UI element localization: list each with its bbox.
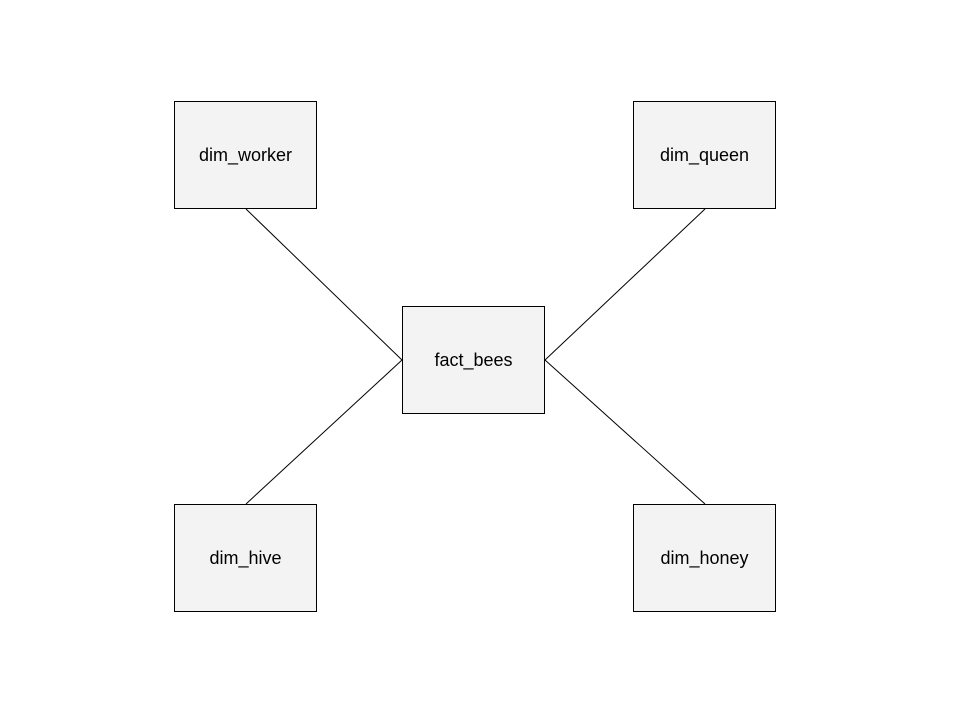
dim-worker-table[interactable]: dim_worker bbox=[174, 101, 317, 209]
dim-queen-label: dim_queen bbox=[659, 144, 750, 165]
connector-worker-fact bbox=[245, 208, 403, 361]
connector-hive-fact bbox=[245, 359, 403, 505]
fact-bees-table[interactable]: fact_bees bbox=[402, 306, 545, 414]
fact-bees-label: fact_bees bbox=[434, 349, 513, 370]
dim-worker-label: dim_worker bbox=[198, 144, 293, 165]
dim-queen-table[interactable]: dim_queen bbox=[633, 101, 776, 209]
dim-hive-table[interactable]: dim_hive bbox=[174, 504, 317, 612]
dim-hive-label: dim_hive bbox=[209, 547, 282, 568]
dim-honey-table[interactable]: dim_honey bbox=[633, 504, 776, 612]
connector-honey-fact bbox=[544, 359, 706, 505]
dim-honey-label: dim_honey bbox=[660, 547, 749, 568]
connector-queen-fact bbox=[544, 208, 706, 361]
